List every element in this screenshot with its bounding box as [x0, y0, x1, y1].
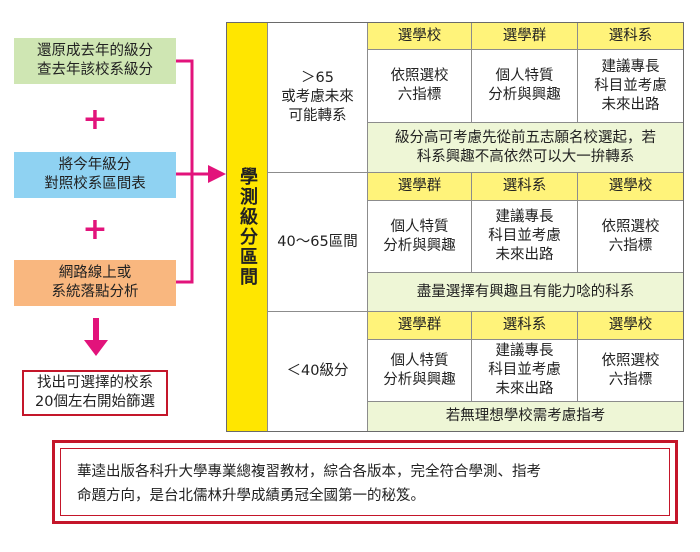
band-1-cell-3-line-3: 未來出路 [601, 96, 660, 113]
footer-line-2: 命題方向，是台北儒林升學成績勇冠全國第一的秘笈。 [77, 488, 425, 504]
band-1-cell-3: 建議專長 科目並考慮 未來出路 [577, 49, 683, 122]
band-1-cell-3-line-1: 建議專長 [601, 58, 660, 75]
band-3-header-1: 選學群 [367, 311, 471, 339]
band-1-range: ＞65 或考慮未來 可能轉系 [267, 23, 367, 172]
step-1-line-1: 還原成去年的級分 [37, 43, 153, 59]
band-1-cell-1-line-2: 六指標 [397, 87, 442, 103]
band-2-cell-3-line-2: 六指標 [608, 237, 653, 254]
band-3-header-2: 選科系 [471, 311, 577, 339]
band-2-note-line-1: 盡量選擇有興趣且有能力唸的科系 [416, 283, 635, 300]
band-3-cell-1: 個人特質 分析與興趣 [367, 339, 471, 401]
band-1-cell-2-line-2: 分析與興趣 [488, 87, 561, 103]
band-2-cell-2-line-2: 科目並考慮 [488, 228, 561, 244]
band-1-cell-3-line-2: 科目並考慮 [594, 77, 667, 94]
band-1-note-line-1: 級分高可考慮先從前五志願名校選起，若 [395, 129, 656, 146]
band-1-cell-2: 個人特質 分析與興趣 [471, 49, 577, 122]
band-3-header-3: 選學校 [577, 311, 683, 339]
result-box: 找出可選擇的校系 20個左右開始篩選 [22, 370, 168, 416]
band-1-range-line-3: 可能轉系 [288, 108, 347, 124]
band-3-range-line-1: ＜40級分 [286, 363, 349, 379]
band-2-header-3: 選學校 [577, 172, 683, 200]
step-3-line-2: 系統落點分析 [51, 284, 139, 300]
band-1-header-2: 選學群 [471, 23, 577, 49]
band-2-cell-1: 個人特質 分析與興趣 [367, 200, 471, 272]
step-box-1: 還原成去年的級分 查去年該校系級分 [14, 38, 176, 84]
band-3-note-line-1: 若無理想學校需考慮指考 [445, 408, 606, 424]
band-2-header-2: 選科系 [471, 172, 577, 200]
band-2-cell-1-line-1: 個人特質 [390, 218, 449, 235]
band-2-cell-2: 建議專長 科目並考慮 未來出路 [471, 200, 577, 272]
band-2-cell-2-line-3: 未來出路 [495, 247, 554, 263]
band-1-range-line-2: 或考慮未來 [281, 89, 354, 105]
band-3-cell-2: 建議專長 科目並考慮 未來出路 [471, 339, 577, 401]
band-1-range-line-1: ＞65 [301, 70, 334, 86]
result-line-1: 找出可選擇的校系 [37, 375, 153, 391]
band-1-note: 級分高可考慮先從前五志願名校選起，若 科系興趣不高依然可以大一拚轉系 [367, 122, 683, 172]
footer-box: 華逵出版各科升大學專業總複習教材，綜合各版本，完全符合學測、指考 命題方向，是台… [52, 440, 678, 524]
band-3-cell-2-line-2: 科目並考慮 [488, 362, 561, 378]
step-box-3: 網路線上或 系統落點分析 [14, 260, 176, 306]
band-2-cell-3-line-1: 依照選校 [601, 218, 660, 235]
band-2-cell-3: 依照選校 六指標 [577, 200, 683, 272]
band-3-cell-2-line-3: 未來出路 [495, 381, 554, 397]
band-2-range-line-1: 40～65區間 [277, 233, 358, 250]
step-box-2: 將今年級分 對照校系區間表 [14, 152, 176, 198]
band-2-note: 盡量選擇有興趣且有能力唸的科系 [367, 272, 683, 311]
connector-arrow [176, 59, 226, 284]
band-1-note-line-2: 科系興趣不高依然可以大一拚轉系 [416, 148, 635, 165]
band-1-cell-1: 依照選校 六指標 [367, 49, 471, 122]
band-3-cell-3: 依照選校 六指標 [577, 339, 683, 401]
footer-line-1: 華逵出版各科升大學專業總複習教材，綜合各版本，完全符合學測、指考 [77, 464, 541, 480]
band-1-header-1: 選學校 [367, 23, 471, 49]
band-3-cell-3-line-2: 六指標 [608, 371, 653, 388]
step-2-line-2: 對照校系區間表 [44, 176, 146, 192]
step-2-line-1: 將今年級分 [58, 157, 132, 173]
score-table: 學測級分區間 ＞65 或考慮未來 可能轉系 選學校 選學群 選科系 依照選校 六… [226, 22, 684, 432]
band-3-cell-1-line-1: 個人特質 [390, 352, 449, 369]
step-3-line-1: 網路線上或 [58, 265, 132, 281]
vertical-label-text: 學測級分區間 [237, 167, 258, 287]
plus-icon: + [82, 212, 108, 247]
footer-inner-border [60, 448, 670, 516]
band-2-header-1: 選學群 [367, 172, 471, 200]
band-2-cell-2-line-1: 建議專長 [495, 209, 554, 225]
band-3-cell-2-line-1: 建議專長 [495, 343, 554, 359]
band-3-cell-3-line-1: 依照選校 [601, 352, 660, 369]
plus-icon: + [82, 102, 108, 137]
result-line-2: 20個左右開始篩選 [35, 394, 155, 410]
band-2-cell-1-line-2: 分析與興趣 [383, 237, 456, 254]
arrow-down-icon [84, 318, 108, 356]
step-1-line-2: 查去年該校系級分 [37, 62, 153, 78]
band-3-cell-1-line-2: 分析與興趣 [383, 371, 456, 388]
band-3-range: ＜40級分 [267, 311, 367, 431]
vertical-label: 學測級分區間 [227, 23, 267, 431]
band-2-range: 40～65區間 [267, 172, 367, 311]
band-1-cell-2-line-1: 個人特質 [495, 68, 554, 84]
band-1-header-3: 選科系 [577, 23, 683, 49]
band-1-cell-1-line-1: 依照選校 [390, 68, 449, 84]
band-3-note: 若無理想學校需考慮指考 [367, 401, 683, 431]
footer-text: 華逵出版各科升大學專業總複習教材，綜合各版本，完全符合學測、指考 命題方向，是台… [77, 460, 657, 508]
